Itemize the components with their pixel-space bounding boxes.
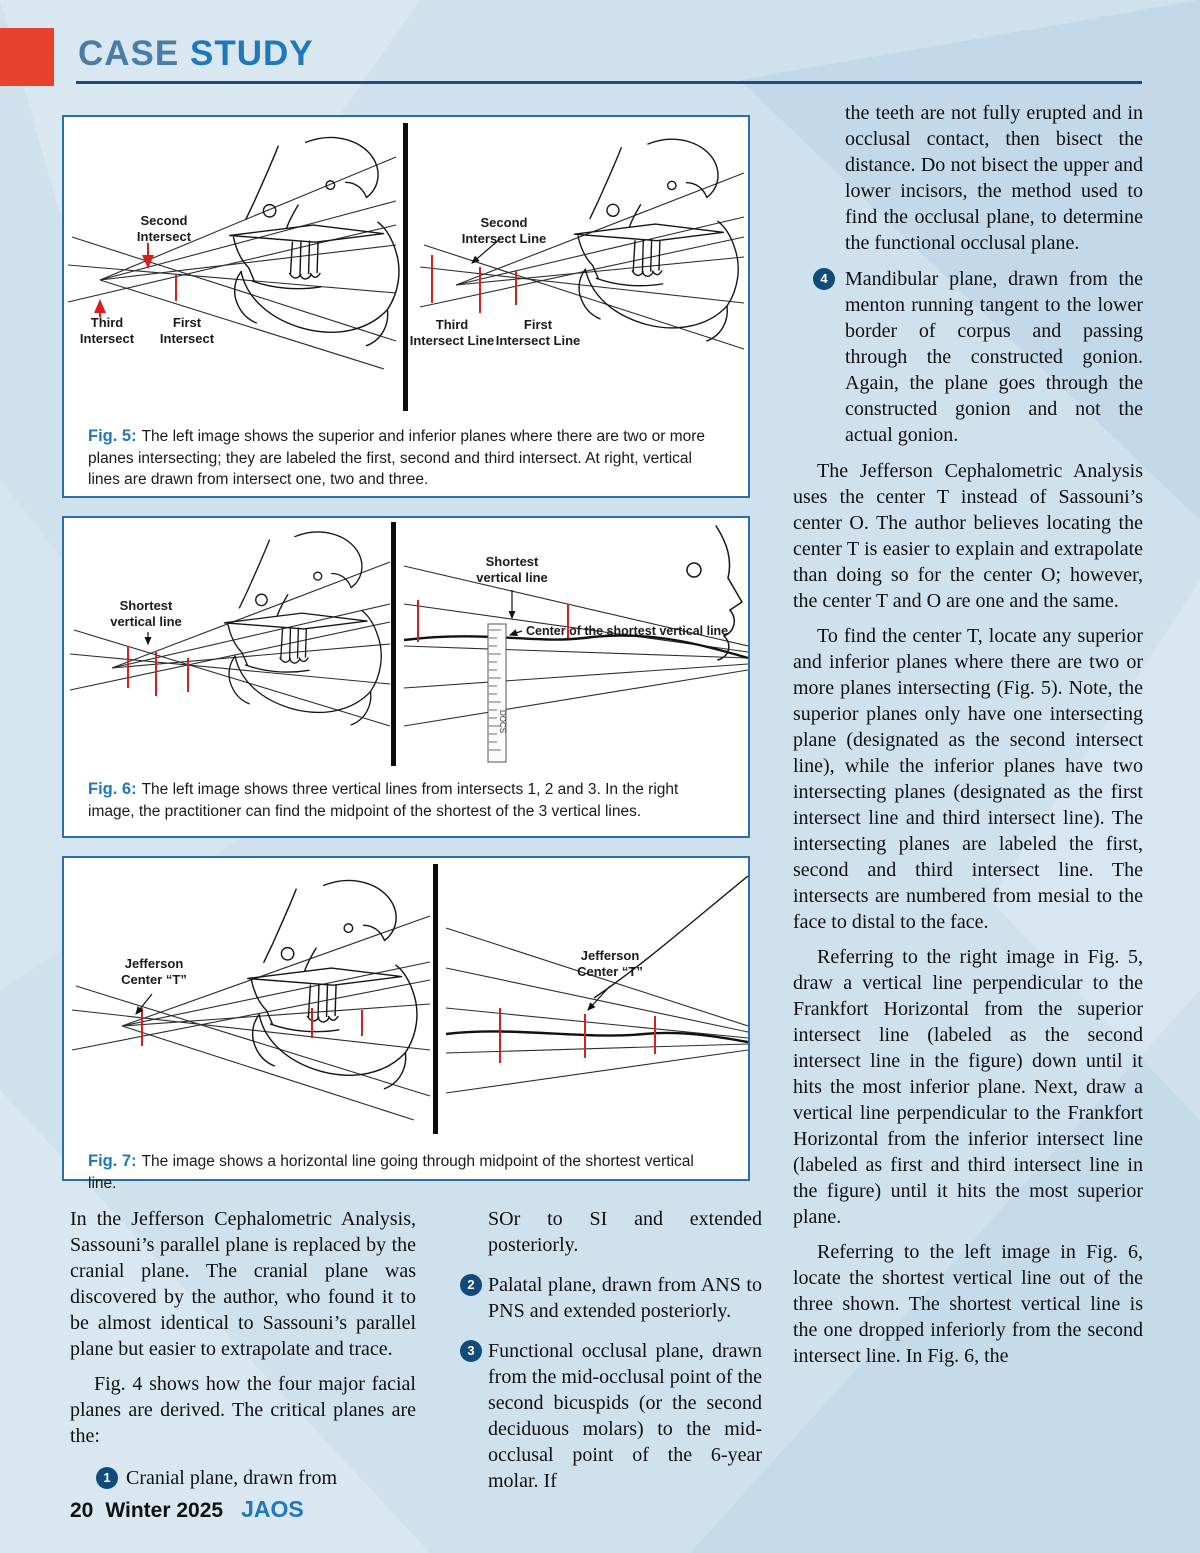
fig7-caption: Fig. 7:The image shows a horizontal line… bbox=[64, 1142, 748, 1194]
fig5-caption-label: Fig. 5: bbox=[88, 427, 137, 445]
list-marker-1: 1 bbox=[96, 1467, 118, 1489]
fig5-label-first-intersect: First Intersect bbox=[159, 315, 215, 347]
paragraph: In the Jefferson Cephalometric Analysis,… bbox=[70, 1208, 416, 1360]
figure-6-panel: DOCS Shortest vertical line Shortest ver… bbox=[62, 516, 750, 838]
fig6-label-center-of-line: Center of the shortest vertical line bbox=[526, 624, 729, 638]
list-marker-4: 4 bbox=[813, 268, 835, 290]
paragraph: The Jefferson Cephalometric Analysis use… bbox=[793, 460, 1143, 612]
paragraph: Fig. 4 shows how the four major facial p… bbox=[70, 1373, 416, 1447]
journal-name: JAOS bbox=[241, 1496, 304, 1522]
fig6-caption-label: Fig. 6: bbox=[88, 780, 137, 798]
fig5-label-third-intersect: Third Intersect bbox=[79, 315, 135, 347]
page-title: CASE STUDY bbox=[78, 34, 314, 74]
list-item-4: 4 Mandibular plane, drawn from the mento… bbox=[793, 266, 1143, 448]
page-footer: 20 Winter 2025 JAOS bbox=[70, 1496, 304, 1523]
ruler: DOCS bbox=[487, 623, 507, 763]
figure-5-tracing-area: Second Intersect Third Intersect First I… bbox=[64, 117, 748, 417]
fig6-label-shortest-left: Shortest vertical line bbox=[110, 598, 182, 630]
figure-5-panel: Second Intersect Third Intersect First I… bbox=[62, 115, 750, 498]
paragraph: SOr to SI and extended posteriorly. bbox=[488, 1208, 762, 1256]
fig7-label-jefferson-t-left: Jefferson Center “T” bbox=[121, 956, 187, 988]
fig5-caption-text: The left image shows the superior and in… bbox=[88, 428, 706, 489]
fig5-label-second-intersect-line: Second Intersect Line bbox=[461, 215, 547, 247]
list-item-1-text: Cranial plane, drawn from bbox=[126, 1467, 338, 1489]
list-item-1: 1 Cranial plane, drawn from bbox=[70, 1465, 416, 1491]
figure-6-tracing: DOCS bbox=[69, 522, 748, 766]
page-title-word-study: STUDY bbox=[189, 34, 314, 73]
list-item-3: 3 Functional occlusal plane, drawn from … bbox=[460, 1338, 762, 1494]
body-column-left: In the Jefferson Cephalometric Analysis,… bbox=[70, 1206, 416, 1501]
figure-5-tracing bbox=[67, 123, 745, 411]
issue-label: Winter 2025 bbox=[105, 1499, 224, 1522]
figure-7-panel: Jefferson Center “T” Jefferson Center “T… bbox=[62, 856, 750, 1192]
list-marker-3: 3 bbox=[460, 1340, 482, 1362]
corner-accent-square bbox=[0, 28, 54, 86]
list-item-2-text: Palatal plane, drawn from ANS to PNS and… bbox=[488, 1274, 762, 1322]
figure-6-tracing-area: DOCS Shortest vertical line Shortest ver… bbox=[64, 518, 748, 770]
body-column-right: the teeth are not fully erupted and in o… bbox=[793, 100, 1143, 1378]
page-title-word-case: CASE bbox=[78, 34, 180, 73]
header-rule bbox=[76, 81, 1142, 84]
page-number: 20 bbox=[70, 1499, 94, 1522]
fig5-label-third-intersect-line: Third Intersect Line bbox=[409, 317, 495, 349]
list-marker-2: 2 bbox=[460, 1274, 482, 1296]
figure-7-tracing-area: Jefferson Center “T” Jefferson Center “T… bbox=[64, 858, 748, 1142]
list-item-4-text: Mandibular plane, drawn from the menton … bbox=[845, 268, 1143, 446]
fig6-caption: Fig. 6:The left image shows three vertic… bbox=[64, 770, 748, 822]
list-item-2: 2 Palatal plane, drawn from ANS to PNS a… bbox=[460, 1272, 762, 1324]
body-column-middle: SOr to SI and extended posteriorly. 2 Pa… bbox=[460, 1206, 762, 1504]
fig7-caption-label: Fig. 7: bbox=[88, 1152, 137, 1170]
fig7-label-jefferson-t-right: Jefferson Center “T” bbox=[577, 948, 643, 980]
ruler-brand-text: DOCS bbox=[498, 710, 507, 733]
list-item-3-text: Functional occlusal plane, drawn from th… bbox=[488, 1340, 762, 1492]
paragraph: Referring to the right image in Fig. 5, … bbox=[793, 946, 1143, 1228]
fig6-label-shortest-right: Shortest vertical line bbox=[476, 554, 548, 586]
paragraph: Referring to the left image in Fig. 6, l… bbox=[793, 1241, 1143, 1367]
figure-7-tracing bbox=[71, 864, 748, 1134]
fig5-label-first-intersect-line: First Intersect Line bbox=[495, 317, 581, 349]
list-item-3-continuation: the teeth are not fully erupted and in o… bbox=[845, 102, 1143, 254]
fig7-caption-text: The image shows a horizontal line going … bbox=[88, 1153, 694, 1192]
paragraph: To find the center T, locate any superio… bbox=[793, 625, 1143, 933]
fig6-caption-text: The left image shows three vertical line… bbox=[88, 781, 679, 820]
fig5-caption: Fig. 5:The left image shows the superior… bbox=[64, 417, 748, 491]
fig5-label-second-intersect: Second Intersect bbox=[136, 213, 192, 245]
